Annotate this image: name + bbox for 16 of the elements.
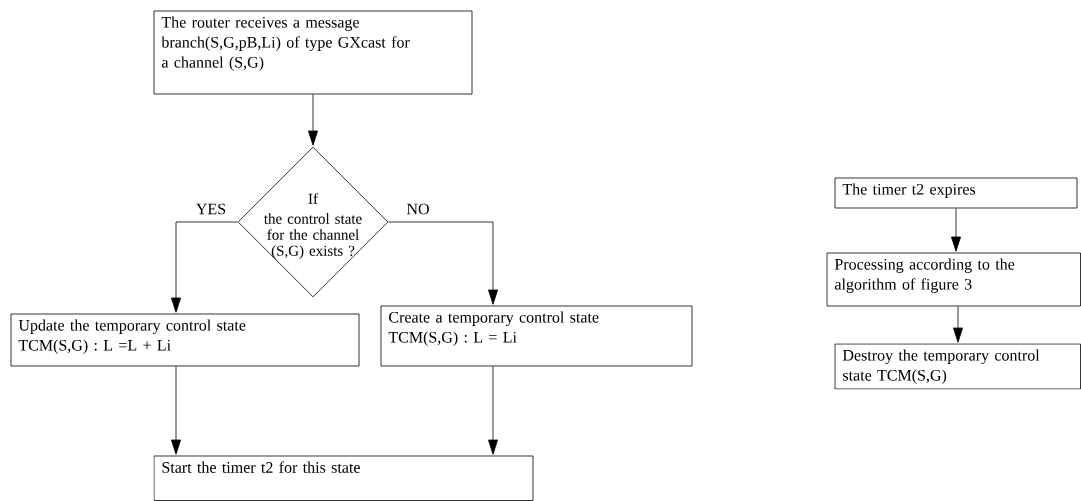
process-box: Create a temporary control state TCM(S,G) : L = Li — [380, 305, 693, 367]
arrow — [488, 366, 498, 455]
edge-label: YES — [194, 202, 228, 216]
arrow — [388, 221, 498, 305]
arrow — [171, 221, 238, 313]
process-box: Destroy the temporary control state TCM(S,G) — [834, 343, 1081, 390]
arrow — [171, 366, 181, 455]
arrow — [953, 306, 963, 343]
arrow — [308, 94, 318, 146]
process-box: Update the temporary control state TCM(S,G) : L =L + Li — [10, 313, 360, 367]
edge-label: NO — [405, 202, 431, 216]
arrow — [951, 208, 961, 252]
process-box: The timer t2 expires — [834, 177, 1078, 209]
process-box: Start the timer t2 for this state — [153, 455, 534, 501]
process-box: The router receives a message branch(S,G,pB,Li) of type GXcast for a channel (S,G) — [153, 10, 473, 95]
process-box: Processing according to the algorithm of figure 3 — [826, 252, 1081, 307]
